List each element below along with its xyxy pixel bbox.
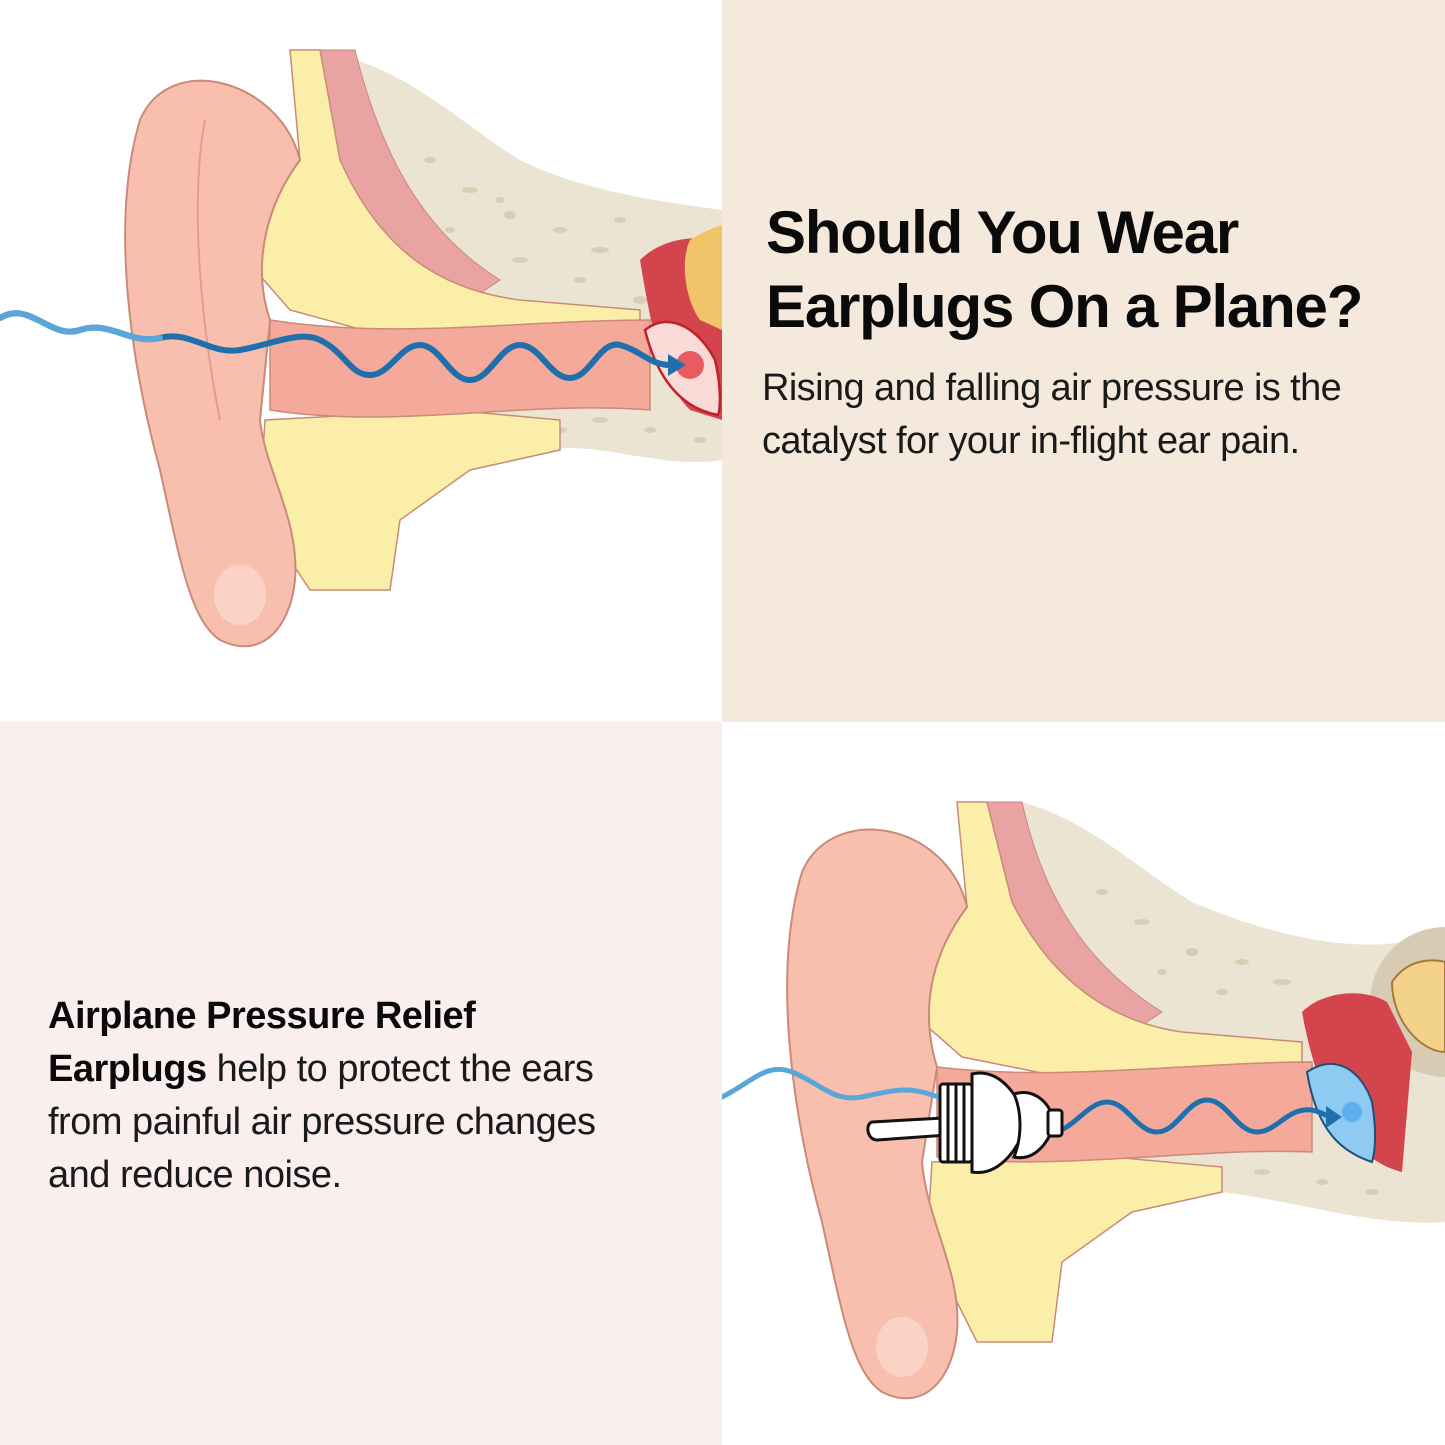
- panel-ear-pain-illustration: [0, 0, 722, 722]
- eardrum-calm: [1305, 1062, 1376, 1164]
- product-name-line1: Airplane Pressure Relief: [48, 995, 476, 1037]
- lower-fat-tissue: [926, 1156, 1223, 1343]
- ear-pain-illustration: [0, 49, 722, 648]
- panel-headline: Should You Wear Earplugs On a Plane? Ris…: [722, 0, 1445, 722]
- page-title: Should You Wear Earplugs On a Plane?: [766, 199, 1363, 340]
- outer-ear-pinna: [124, 79, 302, 648]
- outer-ear-pinna: [786, 828, 969, 1400]
- earlobe-highlight: [214, 565, 266, 625]
- bone-texture: [424, 157, 706, 443]
- ear-canal: [269, 319, 651, 418]
- pain-spot-icon: [676, 351, 704, 379]
- panel-product-description: Airplane Pressure Relief Earplugs help t…: [0, 722, 722, 1445]
- earplug-icon: [866, 1071, 1064, 1174]
- product-description: Airplane Pressure Relief Earplugs help t…: [48, 995, 596, 1196]
- product-name-line2: Earplugs: [48, 1048, 207, 1090]
- wave-arrow-icon: [668, 354, 686, 376]
- calm-eardrum-icon: [1342, 1102, 1362, 1122]
- wave-arrow-icon: [1326, 1106, 1342, 1128]
- ear-earplug-illustration: [722, 801, 1445, 1400]
- earlobe-highlight: [876, 1317, 928, 1377]
- headline-subtext: Rising and falling air pressure is the c…: [762, 367, 1342, 462]
- lower-fat-tissue: [259, 409, 561, 591]
- panel-ear-earplug-illustration: [722, 722, 1445, 1445]
